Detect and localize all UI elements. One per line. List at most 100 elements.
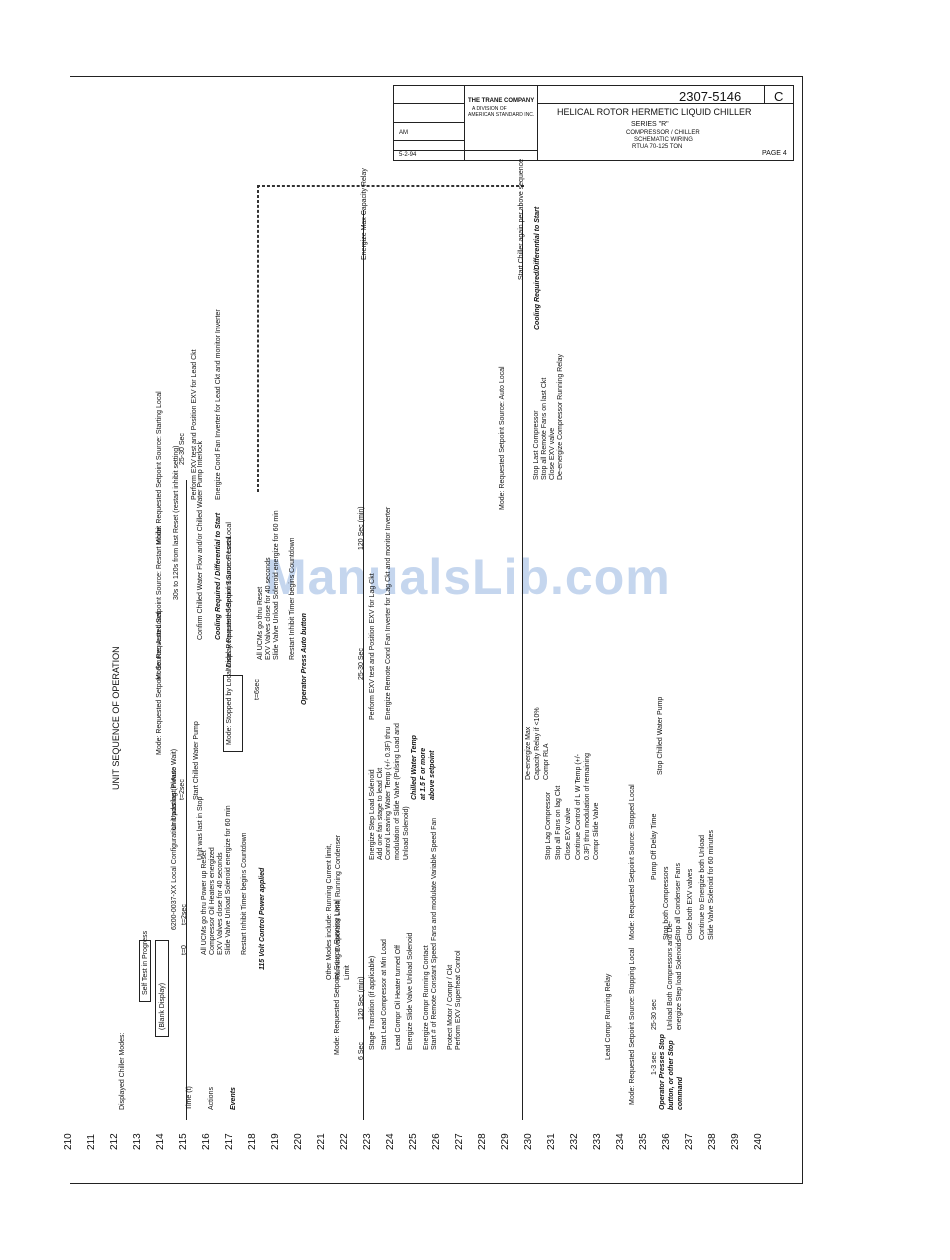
line-number: 240 xyxy=(753,1133,764,1150)
line-number: 223 xyxy=(362,1133,373,1150)
action-deenergize-run: De-energize Compressor Running Relay xyxy=(557,353,564,480)
timeline-axis-top xyxy=(186,480,187,1120)
stopped-local-box xyxy=(223,675,243,752)
action-energize-remote: Energize Remote Cond Fan Inverter for La… xyxy=(385,506,392,720)
action-close-exv: Close both EXV valves xyxy=(687,868,694,940)
line-number: 217 xyxy=(224,1133,235,1150)
doc-revision: C xyxy=(774,89,784,104)
line-number: 230 xyxy=(523,1133,534,1150)
t2sec-label: t=2sec xyxy=(181,904,188,925)
event-operator-stop: Operator Presses Stop button, or other S… xyxy=(659,1034,684,1110)
series-label: SERIES "R" xyxy=(631,121,669,128)
line-number: 221 xyxy=(316,1133,327,1150)
return-path-dashed xyxy=(257,185,259,492)
tb-hline xyxy=(394,140,464,141)
line-number: 222 xyxy=(339,1133,350,1150)
sheet-title: HELICAL ROTOR HERMETIC LIQUID CHILLER xyxy=(557,107,752,117)
line-number: 215 xyxy=(178,1133,189,1150)
tb-hline xyxy=(537,103,793,104)
line-number: 213 xyxy=(132,1133,143,1150)
self-test: Self Test in Progress xyxy=(142,930,149,995)
line-number: 238 xyxy=(707,1133,718,1150)
title-block: THE TRANE COMPANY A DIVISION OF AMERICAN… xyxy=(393,85,794,161)
action-perform-exv-lag: Perform EXV test and Position EXV for La… xyxy=(369,573,376,720)
action-stage-trans: Stage Transition (if applicable) xyxy=(369,955,376,1050)
action-restart-inhibit-2: Restart Inhibit Timer begins Countdown xyxy=(289,537,296,660)
event-cooling-required-2: Cooling Required/Differential to Start xyxy=(534,206,541,330)
t-2sec: t=2sec xyxy=(179,779,186,800)
sec-120-b: 120 Sec (min) xyxy=(358,506,365,550)
mode-stopped: Mode: Requested Setpoint Source: Stopped… xyxy=(629,784,636,940)
line-number: 226 xyxy=(431,1133,442,1150)
line-number: 212 xyxy=(109,1133,120,1150)
mode-reset-local: Mode: Requested Setpoint Source: Reset L… xyxy=(226,522,233,670)
action-perform-sh: Perform EXV Superheat Control xyxy=(455,950,462,1050)
event-operator-press-auto: Operator Press Auto button xyxy=(301,613,308,705)
line-number: 227 xyxy=(454,1133,465,1150)
return-path-dashed xyxy=(257,185,524,187)
mode-running: Mode: Requested Setpoint Source: Running… xyxy=(334,899,341,1055)
company-name: THE TRANE COMPANY xyxy=(468,98,535,104)
line-number: 224 xyxy=(385,1133,396,1150)
action-stop-fan-lag: Stop all Fans on lag Ckt xyxy=(555,785,562,860)
tb-divider xyxy=(464,86,465,160)
legend-time: Time (t) xyxy=(186,1086,193,1110)
mode-stopping: Mode: Requested Setpoint Source: Stoppin… xyxy=(629,947,636,1105)
sec-25-30: 25-30 Sec xyxy=(179,433,186,465)
event-chw-temp: Chilled Water Temp at 1.5 F or more abov… xyxy=(411,735,436,800)
line-number: 210 xyxy=(63,1133,74,1150)
line-number: 220 xyxy=(293,1133,304,1150)
line-number: 232 xyxy=(569,1133,580,1150)
line-number: 234 xyxy=(615,1133,626,1150)
line-number: 233 xyxy=(592,1133,603,1150)
action-stop-both: Stop both Compressors xyxy=(663,866,670,940)
line-number: 228 xyxy=(477,1133,488,1150)
t0-label: t=0 xyxy=(181,945,188,955)
sec-6: 6 Sec xyxy=(358,1042,365,1060)
lead-stop: Lead Compr Running Relay xyxy=(605,973,612,1060)
action-energize-slide: Energize Slide Valve Unload Solenoid xyxy=(407,932,414,1050)
action-slide-valve: Slide Valve Unload Solenoid energize for… xyxy=(225,805,232,955)
event-power-applied: 115 Volt Control Power applied xyxy=(259,867,266,970)
line-number: 214 xyxy=(155,1133,166,1150)
action-de-energize-max: De-energize Max Capacity Relay if <10% C… xyxy=(525,707,550,780)
action-control-leaving: Control Leaving Water Temp (+/- 0.3F) th… xyxy=(385,723,410,860)
restart-range: 30s to 120s from last Reset (restart inh… xyxy=(173,445,180,600)
timeline-axis-middle xyxy=(363,210,364,1120)
action-perform-exv: Perform EXV test and Position EXV for Le… xyxy=(191,349,198,500)
t-6sec: t=6sec xyxy=(254,679,261,700)
legend-events: Events xyxy=(230,1087,237,1110)
blank-display: (Blank Display) xyxy=(159,982,166,1030)
line-number: 219 xyxy=(270,1133,281,1150)
line-number: 236 xyxy=(661,1133,672,1150)
company-sub1: A DIVISION OF xyxy=(472,106,507,112)
tb-hline xyxy=(394,122,464,123)
line-number: 235 xyxy=(638,1133,649,1150)
action-stop-lag: Stop Lag Compressor xyxy=(545,791,552,860)
tb-hline xyxy=(394,150,537,151)
timeline-axis-bottom xyxy=(522,210,523,1120)
legend-actions: Actions xyxy=(208,1087,215,1110)
line-number: 211 xyxy=(86,1134,97,1150)
action-start-pump: Start Chilled Water Pump xyxy=(193,721,200,800)
diagram-title: UNIT SEQUENCE OF OPERATION xyxy=(111,646,121,790)
sec-25-30-mid: 25-30 Sec xyxy=(358,648,365,680)
company-sub2: AMERICAN STANDARD INC. xyxy=(468,112,535,118)
subtitle-1: COMPRESSOR / CHILLER xyxy=(626,130,700,136)
action-slide-60: Slide Valve Unload Solenoid energize for… xyxy=(273,510,280,660)
tb-hline xyxy=(394,103,464,104)
action-stop-pump: Stop Chilled Water Pump xyxy=(657,696,664,775)
subtitle-3: RTUA 70-125 TON xyxy=(632,144,683,150)
action-continue-unload: Continue to Energize both Unload Slide V… xyxy=(699,830,715,940)
sec-120: 120 Sec (min) xyxy=(358,976,365,1020)
line-number: 237 xyxy=(684,1133,695,1150)
line-number: 229 xyxy=(500,1133,511,1150)
tb-divider xyxy=(537,86,538,160)
line-number: 225 xyxy=(408,1133,419,1150)
action-start-chiller: Start Chiller again per above sequence xyxy=(518,158,525,280)
tb-divider xyxy=(764,86,765,103)
doc-number: 2307-5146 xyxy=(679,89,742,104)
action-lead-heater: Lead Compr Oil Heater turned Off xyxy=(395,945,402,1050)
action-start-ckt: Start # of Remote Constant Speed Fans an… xyxy=(431,817,438,1050)
line-number: 231 xyxy=(546,1133,557,1150)
